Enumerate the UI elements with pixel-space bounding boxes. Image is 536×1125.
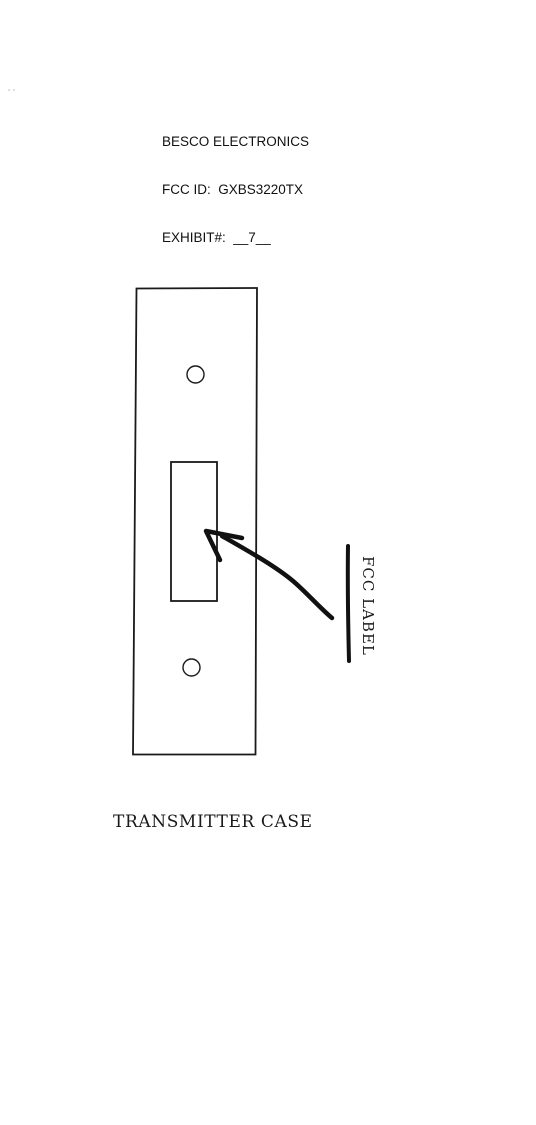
callout-bar	[345, 544, 351, 663]
fcc-label-callout: FCC LABEL	[359, 556, 377, 656]
company-name: BESCO ELECTRONICS	[162, 134, 310, 149]
case-outline	[132, 287, 258, 756]
top-mounting-hole	[186, 365, 205, 384]
exhibit-number: EXHIBIT#: __7__	[162, 230, 271, 245]
bottom-mounting-hole	[182, 658, 201, 677]
arrow-head	[203, 528, 245, 563]
arrow-shaft	[219, 533, 335, 621]
drawing-caption: TRANSMITTER CASE	[113, 812, 313, 832]
exhibit-header: BESCO ELECTRONICS FCC ID: GXBS3220TX EXH…	[162, 102, 309, 262]
fcc-id: FCC ID: GXBS3220TX	[162, 182, 304, 197]
